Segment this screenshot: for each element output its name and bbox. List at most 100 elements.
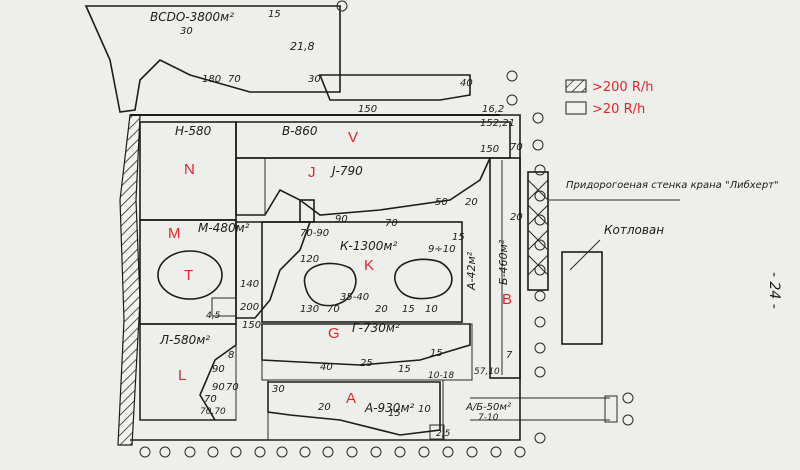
annotation-v770: 70,70 bbox=[200, 407, 226, 417]
annotation-v70d: 70 bbox=[327, 304, 340, 315]
region-k-left bbox=[235, 221, 312, 319]
annotation-v90c: 90 bbox=[212, 382, 225, 393]
annotation-v70f: 70 bbox=[226, 382, 239, 393]
annotation-v150a: 150 bbox=[358, 104, 377, 115]
annotation-reading-3540: 35-40 bbox=[340, 292, 369, 303]
annotation-page-number: - 24 - bbox=[766, 272, 782, 309]
annotation-v150b: 150 bbox=[480, 144, 499, 155]
annotation-v15e: 15 bbox=[398, 364, 411, 375]
zone-label-t: T bbox=[184, 267, 193, 284]
annotation-v15f: 15 bbox=[388, 408, 401, 419]
crane-wall bbox=[527, 171, 549, 291]
annotation-v150c: 150 bbox=[242, 320, 261, 331]
annotation-v10a: 10 bbox=[425, 304, 438, 315]
annotation-area-vert: А-42м² bbox=[465, 251, 478, 291]
annotation-reading-7090: 70-90 bbox=[300, 228, 329, 239]
axis-right bbox=[336, 0, 634, 444]
annotation-v70e: 70 bbox=[204, 394, 217, 405]
a-box bbox=[267, 379, 444, 441]
pillar bbox=[299, 199, 315, 223]
annotation-v15b: 15 bbox=[452, 232, 465, 243]
annotation-v20c: 20 bbox=[375, 304, 388, 315]
zone-label-l: L bbox=[178, 367, 186, 384]
annotation-v20b: 20 bbox=[510, 212, 523, 223]
annotation-v130: 130 bbox=[300, 304, 319, 315]
annotation-v7: 7 bbox=[506, 350, 513, 361]
region-v bbox=[235, 121, 511, 159]
annotation-v20a: 20 bbox=[465, 197, 478, 208]
region-j bbox=[235, 157, 492, 216]
a-small-box bbox=[429, 424, 445, 440]
pit-leader bbox=[569, 239, 601, 271]
legend-low-label: >20 R/h bbox=[592, 102, 645, 117]
annotation-area-m: М-480м² bbox=[198, 221, 250, 235]
annotation-v70a: 70 bbox=[228, 74, 241, 85]
region-b bbox=[489, 157, 521, 379]
zone-label-a: A bbox=[346, 390, 356, 407]
annotation-v20d: 20 bbox=[318, 402, 331, 413]
annotation-area-b: Б-460м² bbox=[497, 239, 510, 285]
annotation-v90b: 90 bbox=[212, 364, 225, 375]
annotation-area-j: J-790 bbox=[330, 164, 363, 178]
annotation-reading-162: 16,2 bbox=[482, 104, 504, 115]
pit-outline bbox=[561, 251, 603, 345]
small-box-l bbox=[211, 297, 237, 317]
annotation-area-v: В-860 bbox=[282, 124, 318, 138]
annotation-v40: 40 bbox=[460, 78, 473, 89]
region-t bbox=[157, 250, 223, 300]
region-top-strip bbox=[318, 74, 471, 101]
annotation-reading-1018: 10-18 bbox=[428, 371, 454, 381]
legend-high-label: >200 R/h bbox=[592, 80, 654, 95]
zone-label-n: N bbox=[184, 161, 195, 178]
annotation-reading-57: 57,10 bbox=[474, 367, 500, 377]
annotation-reading-45: 4,5 bbox=[206, 311, 221, 321]
zone-label-v: V bbox=[348, 129, 358, 146]
annotation-v70b: 70 bbox=[510, 142, 523, 153]
annotation-area-g: Г-730м² bbox=[352, 321, 400, 335]
annotation-area-a: А-930м² bbox=[364, 401, 414, 415]
annotation-v8: 8 bbox=[228, 350, 234, 361]
annotation-v30b: 30 bbox=[308, 74, 321, 85]
annotation-reading-152: 152,21 bbox=[480, 118, 515, 129]
annotation-v30a: 30 bbox=[180, 26, 193, 37]
annotation-v70c: 70 bbox=[385, 218, 398, 229]
annotation-area-top: ВСDО-3800м² bbox=[150, 10, 234, 24]
left-edge-hatch bbox=[117, 114, 141, 446]
annotation-v180: 180 bbox=[202, 74, 221, 85]
annotation-v120: 120 bbox=[300, 254, 319, 265]
annotation-v10b: 10 bbox=[418, 404, 431, 415]
annotation-v30c: 30 bbox=[272, 384, 285, 395]
region-top-hatch bbox=[84, 5, 341, 113]
annotation-v140: 140 bbox=[240, 279, 259, 290]
annotation-area-k: К-1300м² bbox=[340, 239, 397, 253]
annotation-v15a: 15 bbox=[268, 9, 281, 20]
axis-bottom bbox=[139, 446, 526, 458]
region-a bbox=[267, 381, 441, 436]
zone-label-j: J bbox=[308, 164, 316, 181]
annotation-area-l: Л-580м² bbox=[159, 333, 210, 347]
annotation-v90: 90 bbox=[335, 214, 348, 225]
blob-right bbox=[394, 258, 453, 300]
region-g bbox=[261, 323, 471, 366]
annotation-v40b: 40 bbox=[320, 362, 333, 373]
annotation-v15d: 15 bbox=[430, 348, 443, 359]
annotation-reading-25: 2,5 bbox=[436, 429, 451, 439]
annotation-reading-710: 7-10 bbox=[478, 413, 499, 423]
annotation-reading-218: 21,8 bbox=[290, 40, 315, 53]
annotation-v200: 200 bbox=[240, 302, 259, 313]
annotation-v15c: 15 bbox=[402, 304, 415, 315]
zone-label-m: M bbox=[168, 225, 181, 242]
zone-label-g: G bbox=[328, 325, 340, 342]
annotation-area-small: А/Б-50м² bbox=[465, 402, 511, 413]
zone-label-k: K bbox=[364, 257, 374, 274]
annotation-note-crane: Придорогоеная стенка крана "Либхерт" bbox=[566, 179, 779, 191]
annotation-v25: 25 bbox=[360, 358, 373, 369]
annotation-area-n: Н-580 bbox=[175, 124, 212, 138]
l-box bbox=[139, 323, 237, 421]
annotation-reading-910: 9÷10 bbox=[428, 244, 455, 255]
annotation-v50: 50 bbox=[435, 197, 448, 208]
region-k-box bbox=[261, 221, 463, 323]
legend-high-swatch bbox=[565, 79, 587, 93]
